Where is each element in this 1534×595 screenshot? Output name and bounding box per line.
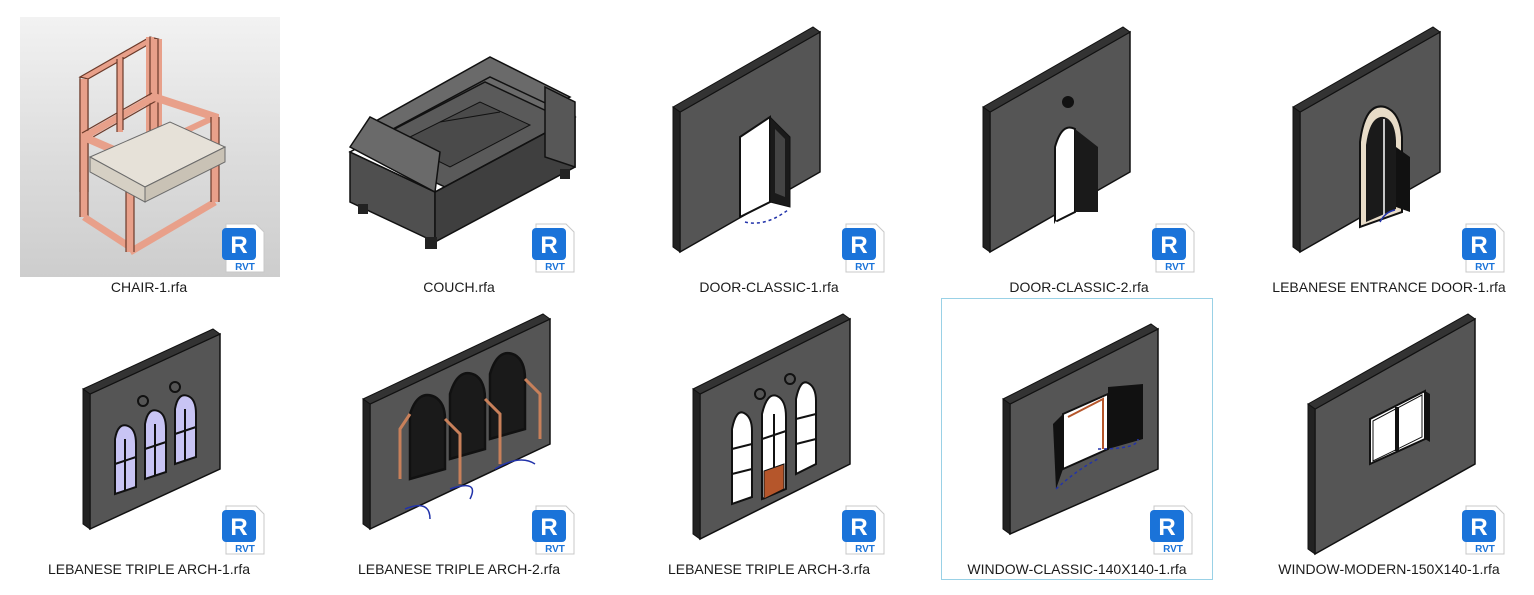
revit-rvt-icon: R RVT bbox=[1462, 222, 1508, 274]
svg-text:RVT: RVT bbox=[545, 262, 565, 273]
svg-text:RVT: RVT bbox=[1163, 544, 1183, 555]
revit-rvt-icon: R RVT bbox=[532, 222, 578, 274]
file-item-window-modern-150x140-1[interactable]: R RVT WINDOW-MODERN-150X140-1.rfa bbox=[1253, 298, 1525, 580]
svg-text:R: R bbox=[540, 232, 557, 259]
svg-text:RVT: RVT bbox=[1475, 262, 1495, 273]
file-name: LEBANESE TRIPLE ARCH-1.rfa bbox=[47, 561, 251, 577]
file-name: LEBANESE TRIPLE ARCH-3.rfa bbox=[667, 561, 871, 577]
couch-thumbnail bbox=[330, 17, 590, 277]
svg-text:R: R bbox=[1158, 514, 1175, 541]
revit-rvt-icon: R RVT bbox=[1150, 504, 1196, 556]
file-name: DOOR-CLASSIC-2.rfa bbox=[1009, 279, 1149, 295]
file-item-chair-1[interactable]: R RVT CHAIR-1.rfa bbox=[13, 16, 285, 298]
revit-rvt-icon: R RVT bbox=[1152, 222, 1198, 274]
svg-text:RVT: RVT bbox=[1165, 262, 1185, 273]
svg-text:R: R bbox=[230, 514, 247, 541]
svg-text:R: R bbox=[540, 514, 557, 541]
file-item-window-classic-140x140-1[interactable]: R RVT WINDOW-CLASSIC-140X140-1.rfa bbox=[941, 298, 1213, 580]
chair-thumbnail bbox=[20, 17, 280, 277]
lebanese-triple-arch-2-thumbnail bbox=[330, 299, 590, 559]
revit-rvt-icon: R RVT bbox=[842, 504, 888, 556]
window-modern-thumbnail bbox=[1260, 299, 1520, 559]
revit-rvt-icon: R RVT bbox=[842, 222, 888, 274]
file-name: WINDOW-CLASSIC-140X140-1.rfa bbox=[967, 561, 1187, 577]
file-item-lebanese-triple-arch-2[interactable]: R RVT LEBANESE TRIPLE ARCH-2.rfa bbox=[323, 298, 595, 580]
svg-text:R: R bbox=[1160, 232, 1177, 259]
lebanese-triple-arch-1-thumbnail bbox=[20, 299, 280, 559]
file-name: LEBANESE TRIPLE ARCH-2.rfa bbox=[357, 561, 561, 577]
svg-text:R: R bbox=[230, 232, 247, 259]
file-name: COUCH.rfa bbox=[423, 279, 495, 295]
svg-text:RVT: RVT bbox=[545, 544, 565, 555]
svg-text:RVT: RVT bbox=[1475, 544, 1495, 555]
file-name: LEBANESE ENTRANCE DOOR-1.rfa bbox=[1272, 279, 1506, 295]
file-name: WINDOW-MODERN-150X140-1.rfa bbox=[1278, 561, 1500, 577]
file-item-couch[interactable]: R RVT COUCH.rfa bbox=[323, 16, 595, 298]
file-item-lebanese-entrance-door-1[interactable]: R RVT LEBANESE ENTRANCE DOOR-1.rfa bbox=[1253, 16, 1525, 298]
file-item-lebanese-triple-arch-1[interactable]: R RVT LEBANESE TRIPLE ARCH-1.rfa bbox=[13, 298, 285, 580]
svg-text:R: R bbox=[1470, 514, 1487, 541]
file-item-door-classic-1[interactable]: R RVT DOOR-CLASSIC-1.rfa bbox=[633, 16, 905, 298]
file-name: DOOR-CLASSIC-1.rfa bbox=[699, 279, 839, 295]
door-classic-1-thumbnail bbox=[640, 17, 900, 277]
file-item-lebanese-triple-arch-3[interactable]: R RVT LEBANESE TRIPLE ARCH-3.rfa bbox=[633, 298, 905, 580]
door-classic-2-thumbnail bbox=[950, 17, 1210, 277]
svg-text:RVT: RVT bbox=[235, 544, 255, 555]
revit-rvt-icon: R RVT bbox=[222, 504, 268, 556]
file-name: CHAIR-1.rfa bbox=[110, 279, 188, 295]
lebanese-entrance-door-thumbnail bbox=[1260, 17, 1520, 277]
revit-rvt-icon: R RVT bbox=[222, 222, 268, 274]
svg-text:R: R bbox=[850, 232, 867, 259]
svg-text:R: R bbox=[850, 514, 867, 541]
lebanese-triple-arch-3-thumbnail bbox=[640, 299, 900, 559]
window-classic-thumbnail bbox=[948, 299, 1208, 559]
svg-text:RVT: RVT bbox=[235, 262, 255, 273]
revit-rvt-icon: R RVT bbox=[532, 504, 578, 556]
svg-text:RVT: RVT bbox=[855, 544, 875, 555]
svg-text:R: R bbox=[1470, 232, 1487, 259]
file-item-door-classic-2[interactable]: R RVT DOOR-CLASSIC-2.rfa bbox=[943, 16, 1215, 298]
svg-text:RVT: RVT bbox=[855, 262, 875, 273]
revit-rvt-icon: R RVT bbox=[1462, 504, 1508, 556]
